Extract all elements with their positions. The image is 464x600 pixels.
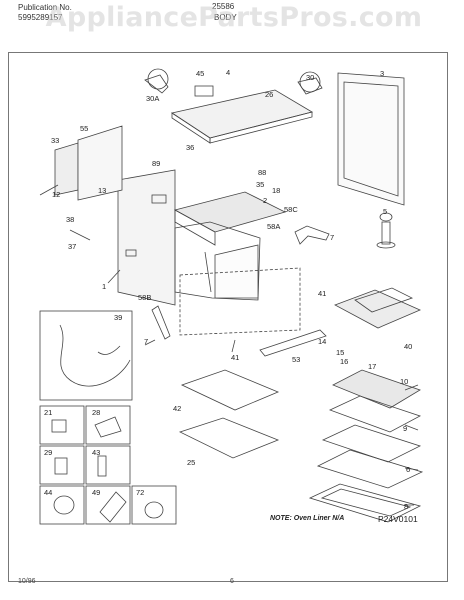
callout: 9 — [403, 424, 407, 433]
callout: 38 — [66, 215, 74, 224]
model-number: 25586 — [212, 2, 235, 11]
callout: 42 — [173, 404, 181, 413]
callout: 17 — [368, 362, 376, 371]
section-title: BODY — [214, 13, 237, 22]
callout: 45 — [196, 69, 204, 78]
callout: 89 — [152, 159, 160, 168]
side-panel — [117, 169, 176, 306]
oven-rack-6-lower — [316, 449, 424, 489]
oven-bottom-8 — [308, 483, 422, 523]
callout: 25 — [187, 458, 195, 467]
callout: 40 — [404, 342, 412, 351]
broiler-pan — [332, 369, 421, 409]
oven-liner-note: NOTE: Oven Liner N/A — [270, 515, 345, 522]
callout: 1 — [102, 282, 106, 291]
rack-25 — [178, 417, 280, 459]
callout-labels: 45 4 30 30A 26 3 33 55 36 89 88 35 18 2 … — [44, 68, 412, 511]
callout: 41 — [231, 353, 239, 362]
callout: 58C — [284, 205, 298, 214]
callout: 5 — [383, 207, 387, 216]
publication-number: 5995289157 — [18, 13, 63, 22]
callout: 14 — [318, 337, 326, 346]
bottom-rail — [259, 329, 327, 357]
callout: 26 — [265, 90, 273, 99]
wire-harness-box — [39, 310, 133, 401]
front-frame — [174, 221, 261, 301]
publication-label: Publication No. — [18, 3, 72, 12]
callout: 30A — [146, 94, 159, 103]
callout: 88 — [258, 168, 266, 177]
callout: 43 — [92, 448, 100, 457]
callout: 4 — [226, 68, 230, 77]
callout: 21 — [44, 408, 52, 417]
callout: 37 — [68, 242, 76, 251]
callout: 15 — [336, 348, 344, 357]
callout: 2 — [263, 196, 267, 205]
callout: 41 — [318, 289, 326, 298]
door-hinge-right — [294, 225, 330, 245]
top-panel — [170, 89, 314, 139]
part-box-29 — [39, 445, 85, 485]
rear-panel-55 — [77, 125, 123, 201]
part-box-44 — [39, 485, 85, 525]
callout: 55 — [80, 124, 88, 133]
callout: 13 — [98, 186, 106, 195]
part-box-43 — [85, 445, 131, 485]
callout: 49 — [92, 488, 100, 497]
footer-date: 10/96 — [18, 578, 36, 585]
part-45 — [194, 85, 214, 97]
rack-42 — [180, 369, 280, 411]
leveling-leg — [381, 221, 391, 245]
callout: 58B — [138, 293, 151, 302]
diagram-code: P24V0101 — [378, 514, 418, 524]
callout: 7 — [144, 337, 148, 346]
callout: 29 — [44, 448, 52, 457]
callout: 72 — [136, 488, 144, 497]
callout: 28 — [92, 408, 100, 417]
hinge-bracket-right — [297, 77, 323, 95]
callout: 12 — [52, 190, 60, 199]
callout: 7 — [330, 233, 334, 242]
control-box — [54, 142, 79, 196]
callout: 18 — [272, 186, 280, 195]
watermark: AppliancePartsPros.com — [45, 2, 423, 33]
callout: 8 — [404, 502, 408, 511]
callout: 53 — [292, 355, 300, 364]
callout: 58A — [267, 222, 280, 231]
diagram-frame — [8, 52, 448, 582]
callout: 39 — [114, 313, 122, 322]
callout: 6 — [406, 465, 410, 474]
part-box-28 — [85, 405, 131, 445]
part-box-21 — [39, 405, 85, 445]
callout: 16 — [340, 357, 348, 366]
callout: 10 — [400, 377, 408, 386]
part-box-49 — [85, 485, 131, 525]
callout: 35 — [256, 180, 264, 189]
back-panel — [337, 72, 405, 206]
broiler-pan-insert — [328, 395, 422, 433]
footer-page: 6 — [230, 578, 234, 585]
callout: 30 — [306, 73, 314, 82]
callout: 3 — [380, 69, 384, 78]
door-hinge-left — [151, 305, 171, 340]
callout: 44 — [44, 488, 52, 497]
callout: 33 — [51, 136, 59, 145]
callout: 36 — [186, 143, 194, 152]
part-box-72 — [131, 485, 177, 525]
